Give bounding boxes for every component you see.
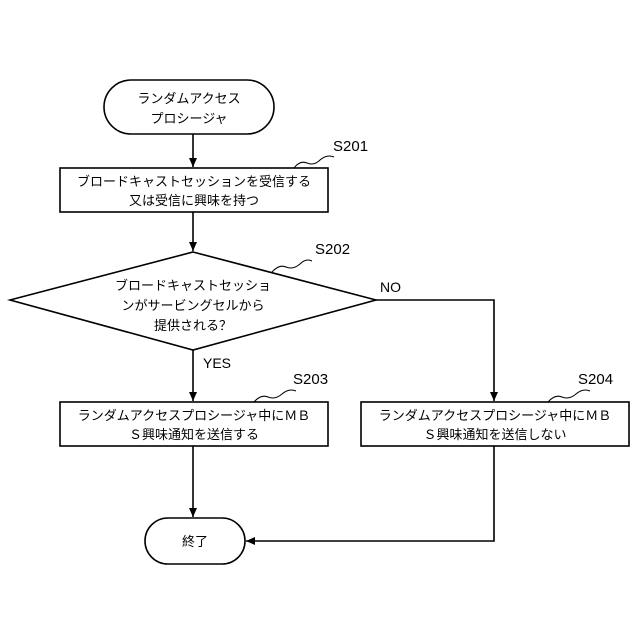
s203-line2: Ｓ興味通知を送信する [129,427,259,443]
end-text: 終了 [182,534,208,550]
s201-step-label: S201 [333,138,368,155]
start-line2: プロシージャ [150,112,227,127]
s203-leader-line [254,390,296,402]
yes-branch-label: YES [203,355,231,371]
arrow-s202-no-to-s204 [376,300,494,401]
s204-leader-line [548,390,590,402]
s201-leader-line [294,156,334,168]
s204-step-label: S204 [578,371,613,388]
no-branch-label: NO [380,279,401,295]
s202-line2: ンがサービングセルから [121,299,264,314]
s204-line1: ランダムアクセスプロシージャ中にＭＢ [379,409,611,424]
s203-step-label: S203 [293,371,328,388]
arrow-s204-to-end [246,446,494,541]
s202-line1: ブロードキャストセッショ [115,278,271,294]
s202-leader-line [272,260,312,272]
s201-process-node: ブロードキャストセッションを受信する 又は受信に興味を持つ [60,168,328,212]
s201-line1: ブロードキャストセッションを受信する [77,174,311,190]
s204-process-node: ランダムアクセスプロシージャ中にＭＢ Ｓ興味通知を送信しない [361,402,629,446]
s203-process-node: ランダムアクセスプロシージャ中にＭＢ Ｓ興味通知を送信する [60,402,328,446]
end-node: 終了 [145,518,245,564]
start-line1: ランダムアクセス [137,92,240,107]
s202-step-label: S202 [315,241,350,258]
s202-line3: 提供される？ [154,318,232,334]
s202-decision-node: ブロードキャストセッショ ンがサービングセルから 提供される？ [10,252,376,350]
start-node: ランダムアクセス プロシージャ [104,80,274,134]
s201-line2: 又は受信に興味を持つ [129,194,259,209]
s203-line1: ランダムアクセスプロシージャ中にＭＢ [78,409,310,424]
s204-line2: Ｓ興味通知を送信しない [423,427,566,443]
